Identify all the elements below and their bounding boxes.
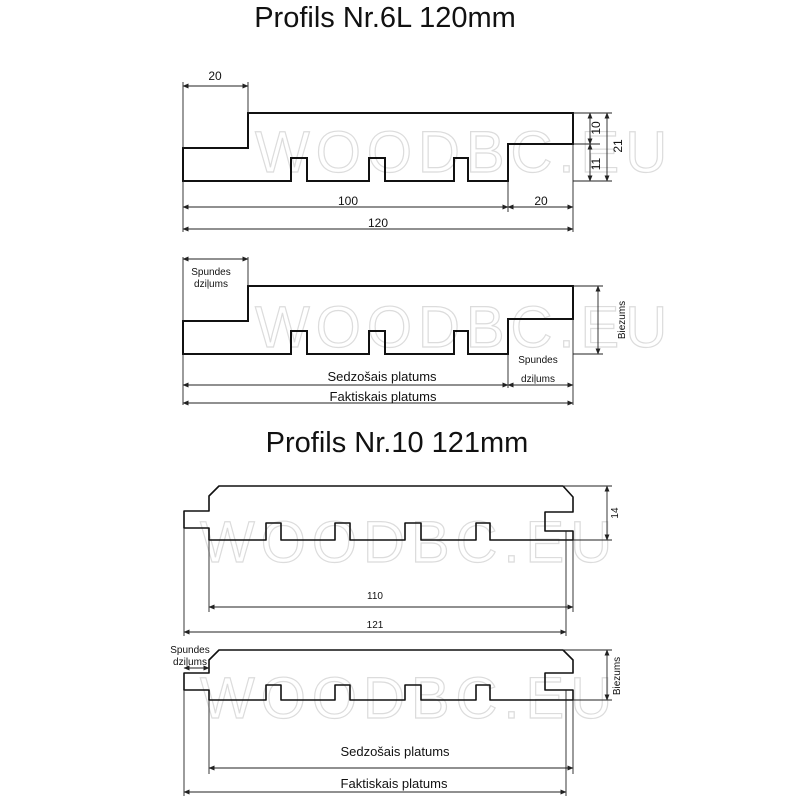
profile-10-section <box>183 485 574 541</box>
label-groove-depth: Spundes <box>191 267 230 278</box>
label-profile-10-groove-depth: Spundes <box>170 645 209 656</box>
label-groove-depth: dziļums <box>194 279 228 290</box>
dim-profile-10-cover-width: 110 <box>367 591 383 602</box>
profile-10-section-labeled <box>183 649 574 701</box>
dim-total-width: 120 <box>368 216 388 230</box>
label-profile-10-cover-width: Sedzošais platums <box>340 744 450 759</box>
dim-right-offset: 20 <box>534 194 548 208</box>
label-tongue-depth: Spundes <box>518 355 557 366</box>
dim-cover-width: 100 <box>338 194 358 208</box>
label-cover-width: Sedzošais platums <box>327 369 437 384</box>
watermark: WOODBC.EU <box>255 295 673 360</box>
dim-upper-height: 10 <box>589 121 603 135</box>
label-actual-width: Faktiskais platums <box>330 389 437 404</box>
label-profile-10-thickness: Biezums <box>612 657 623 695</box>
profile-6l-title: Profils Nr.6L 120mm <box>254 2 516 34</box>
label-profile-10-groove-depth: dziļums <box>173 657 207 668</box>
dim-lower-height: 11 <box>589 157 603 170</box>
label-thickness: Biezums <box>617 301 628 339</box>
dim-top-offset: 20 <box>208 69 222 83</box>
label-profile-10-actual-width: Faktiskais platums <box>341 776 448 791</box>
watermark: WOODBC.EU <box>255 120 673 185</box>
watermark: WOODBC.EU <box>200 666 618 731</box>
profile-6l-section <box>182 112 574 182</box>
watermark: WOODBC.EU <box>200 510 618 575</box>
profile-10-title: Profils Nr.10 121mm <box>266 427 529 459</box>
label-tongue-depth: dziļums <box>521 374 555 385</box>
dim-profile-10-height: 14 <box>610 507 621 519</box>
profile-6l-section-labeled <box>182 285 574 355</box>
dim-total-height: 21 <box>611 139 625 153</box>
dim-profile-10-total-width: 121 <box>367 620 384 631</box>
